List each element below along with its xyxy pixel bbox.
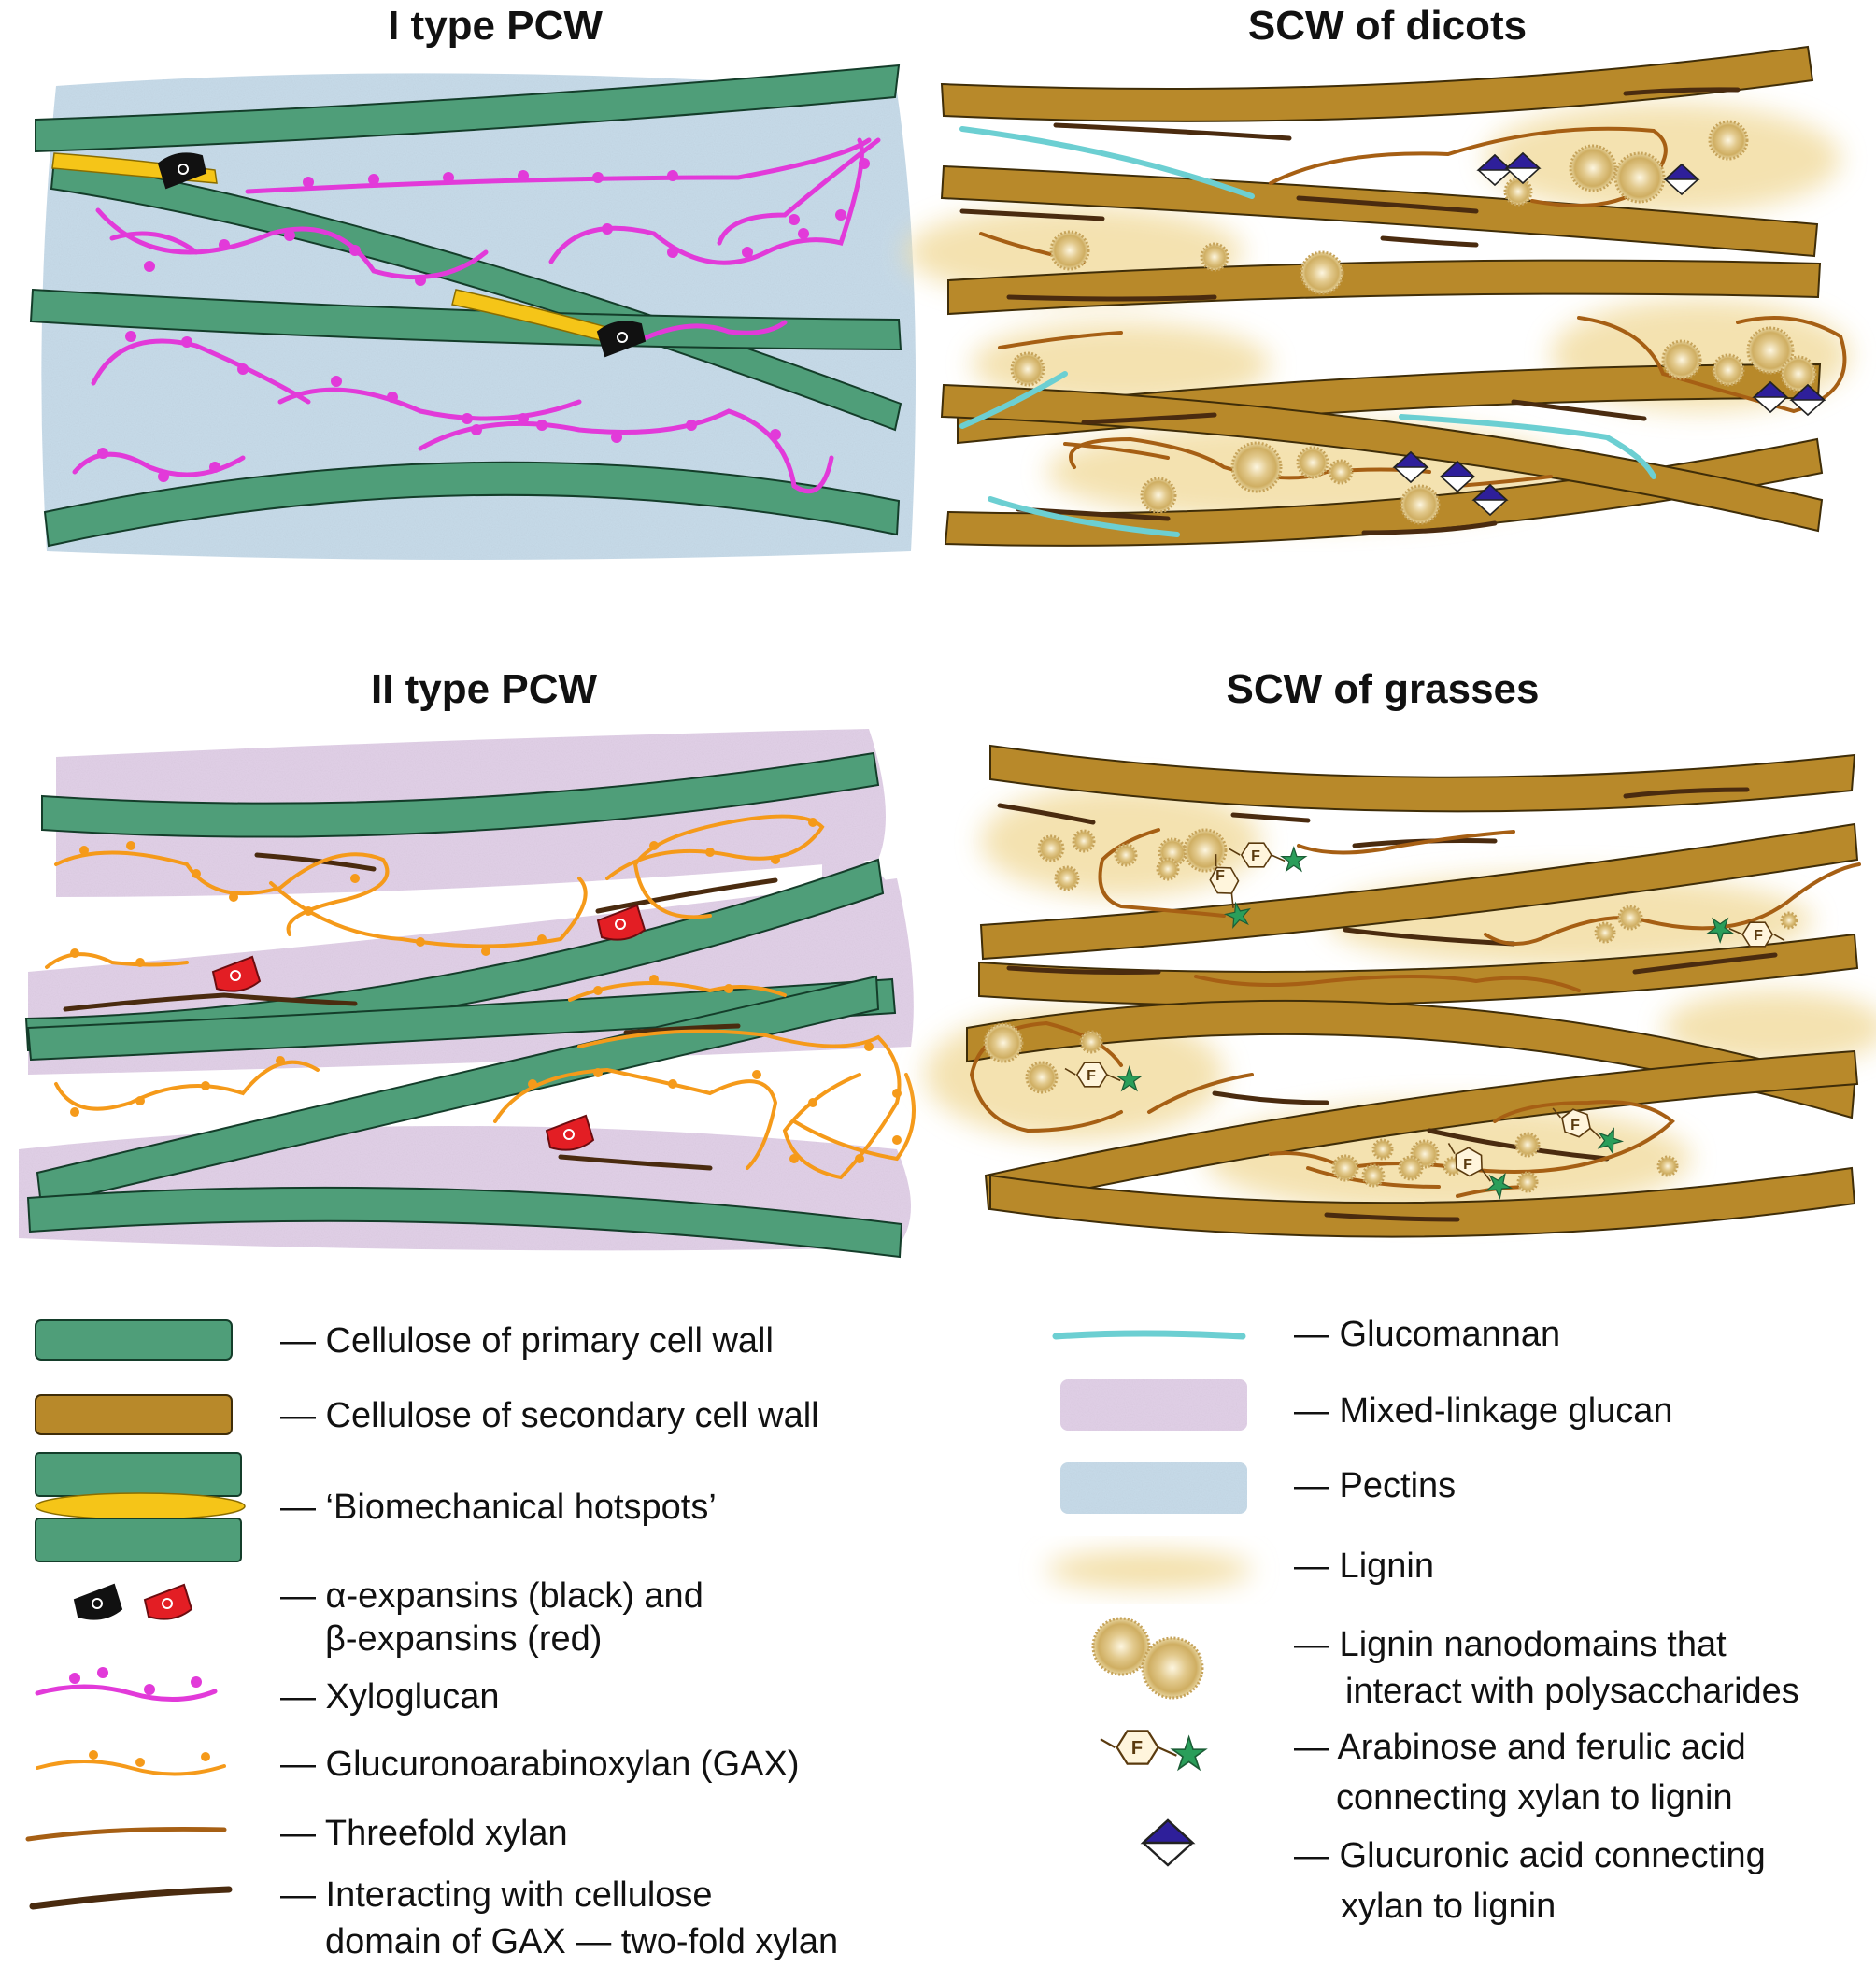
legend-item-mlg: — Mixed-linkage glucan xyxy=(1060,1379,1673,1431)
ferulic-letter: F xyxy=(1463,1157,1472,1173)
legend-item-threefold-xylan: — Threefold xylan xyxy=(25,1814,568,1853)
panel-type1-pcw: I type PCW xyxy=(29,3,916,560)
cellulose-primary-microfibrils xyxy=(29,64,902,548)
legend-item-glucomannan: — Glucomannan xyxy=(1052,1315,1560,1354)
legend-label-threefold-xylan: — Threefold xylan xyxy=(280,1814,568,1853)
ferulic-letter: F xyxy=(1754,928,1763,944)
ferulic-letter: F xyxy=(1087,1068,1096,1084)
legend-item-lignin: — Lignin xyxy=(1046,1547,1434,1589)
ferulic-letters: F F F F F F F xyxy=(1087,848,1763,1759)
legend-label-mlg: — Mixed-linkage glucan xyxy=(1294,1391,1673,1431)
panel-title-scw-grasses: SCW of grasses xyxy=(1227,666,1540,712)
xyloglucan-side-chains xyxy=(97,158,870,482)
ferulic-letter: F xyxy=(1131,1738,1143,1759)
panel-title-scw-dicots: SCW of dicots xyxy=(1248,3,1527,49)
ferulic-letter: F xyxy=(1215,868,1225,884)
legend-item-expansins: — α-expansins (black) and β-expansins (r… xyxy=(74,1576,704,1659)
glucomannan-chains xyxy=(959,126,1656,537)
legend-ferulic-star-icon xyxy=(1099,1730,1207,1771)
legend-label-xyloglucan: — Xyloglucan xyxy=(280,1677,499,1717)
legend-label-twofold-xylan-1: — Interacting with cellulose xyxy=(280,1875,713,1915)
legend-label-hotspots: — ‘Biomechanical hotspots’ xyxy=(280,1488,717,1527)
panel-title-type1: I type PCW xyxy=(388,3,603,49)
legend-item-glucuronic: — Glucuronic acid connecting xylan to li… xyxy=(1142,1818,1766,1926)
legend-label-glucuronic-1: — Glucuronic acid connecting xyxy=(1294,1836,1766,1875)
legend-item-arabinose-ferulic: — Arabinose and ferulic acid connecting … xyxy=(1099,1728,1746,1817)
legend-item-gax: — Glucuronoarabinoxylan (GAX) xyxy=(36,1745,799,1784)
twofold-xylan-type2 xyxy=(63,852,778,1171)
legend-item-cellulose-secondary: — Cellulose of secondary cell wall xyxy=(35,1394,819,1435)
ferulic-letter: F xyxy=(1570,1118,1580,1133)
panel-title-type2: II type PCW xyxy=(371,666,597,712)
legend-label-glucomannan: — Glucomannan xyxy=(1294,1315,1560,1354)
legend-item-pectins: — Pectins xyxy=(1060,1462,1456,1514)
legend-item-twofold-xylan: — Interacting with cellulose domain of G… xyxy=(29,1875,838,1961)
legend-label-arabinose-1: — Arabinose and ferulic acid xyxy=(1294,1728,1746,1767)
legend-item-nanodomains: — Lignin nanodomains that interact with … xyxy=(1091,1617,1799,1711)
legend-item-hotspots: — ‘Biomechanical hotspots’ xyxy=(35,1452,717,1562)
legend-label-cellulose-primary: — Cellulose of primary cell wall xyxy=(280,1321,774,1361)
panel-scw-grasses: SCW of grasses xyxy=(925,666,1876,1238)
legend-swatch-cellulose-primary xyxy=(35,1319,233,1361)
legend-label-expansins-1: — α-expansins (black) and xyxy=(280,1576,704,1616)
legend-swatch-cellulose-secondary xyxy=(35,1394,233,1435)
legend-label-twofold-xylan-2: domain of GAX — two-fold xylan xyxy=(325,1922,838,1961)
gax-side-chains xyxy=(70,818,902,1163)
legend-label-lignin: — Lignin xyxy=(1294,1547,1434,1586)
legend-item-cellulose-primary: — Cellulose of primary cell wall xyxy=(35,1319,774,1361)
lignin-nanodomains-dicots xyxy=(1010,120,1817,525)
legend-beta-expansin-icon xyxy=(144,1584,192,1620)
ferulic-letter: F xyxy=(1251,848,1260,864)
panel-type2-pcw: II type PCW xyxy=(19,666,916,1259)
legend-alpha-expansin-icon xyxy=(74,1584,122,1620)
legend: — Cellulose of primary cell wall — Cellu… xyxy=(25,1315,1799,1961)
legend-label-gax: — Glucuronoarabinoxylan (GAX) xyxy=(280,1745,799,1784)
lignin-nanodomains-grasses xyxy=(983,828,1798,1193)
panel-scw-dicots: SCW of dicots xyxy=(906,3,1850,547)
legend-label-glucuronic-2: xylan to lignin xyxy=(1341,1887,1556,1926)
legend-label-expansins-2: β-expansins (red) xyxy=(325,1619,602,1659)
legend-label-arabinose-2: connecting xylan to lignin xyxy=(1336,1778,1733,1817)
legend-label-nanodomains-1: — Lignin nanodomains that xyxy=(1294,1625,1727,1664)
legend-item-xyloglucan: — Xyloglucan xyxy=(35,1667,499,1717)
legend-label-nanodomains-2: interact with polysaccharides xyxy=(1345,1672,1799,1711)
twofold-xylan-dicots xyxy=(959,87,1741,535)
legend-label-pectins: — Pectins xyxy=(1294,1466,1456,1505)
legend-glucuronic-icon xyxy=(1142,1818,1194,1867)
legend-label-cellulose-secondary: — Cellulose of secondary cell wall xyxy=(280,1396,819,1435)
